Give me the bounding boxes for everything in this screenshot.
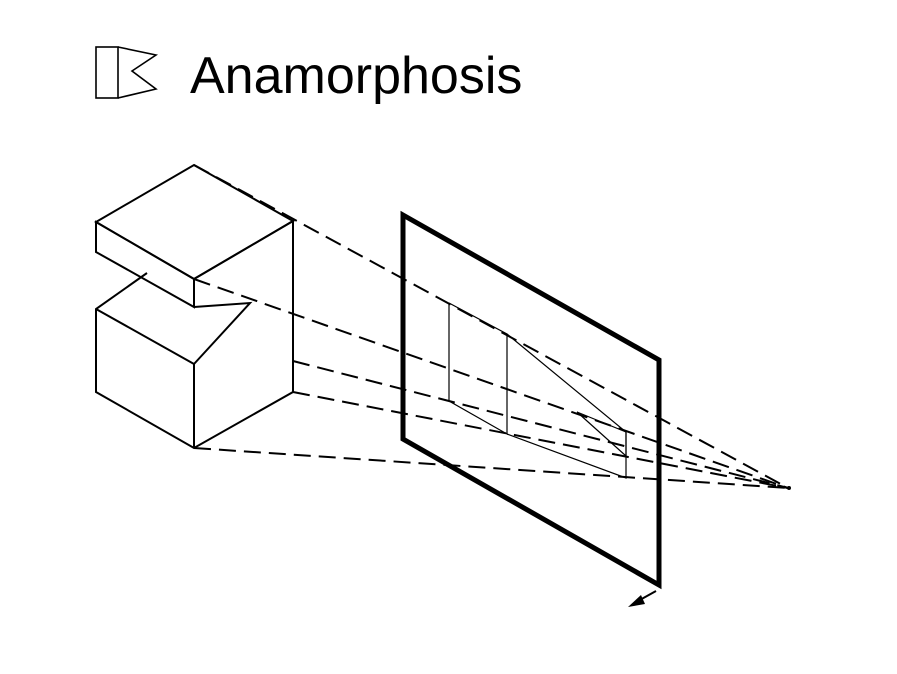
projection-plane [400,210,662,590]
block-top-edge [95,308,195,365]
page-title: Anamorphosis [190,47,522,105]
ray [292,391,789,489]
slab-front-face [95,220,195,309]
slab-top-face [94,163,296,281]
plane-direction-arrow [628,590,657,607]
ray [292,360,789,489]
ray [193,278,789,489]
anamorphosis-logo-icon [95,46,159,99]
cube-with-notch [94,163,296,450]
notch-edges [193,301,253,365]
projected-image [448,302,627,479]
ray [193,164,789,489]
viewpoint [787,486,791,490]
projection-rays [193,164,789,489]
ray [193,447,789,489]
